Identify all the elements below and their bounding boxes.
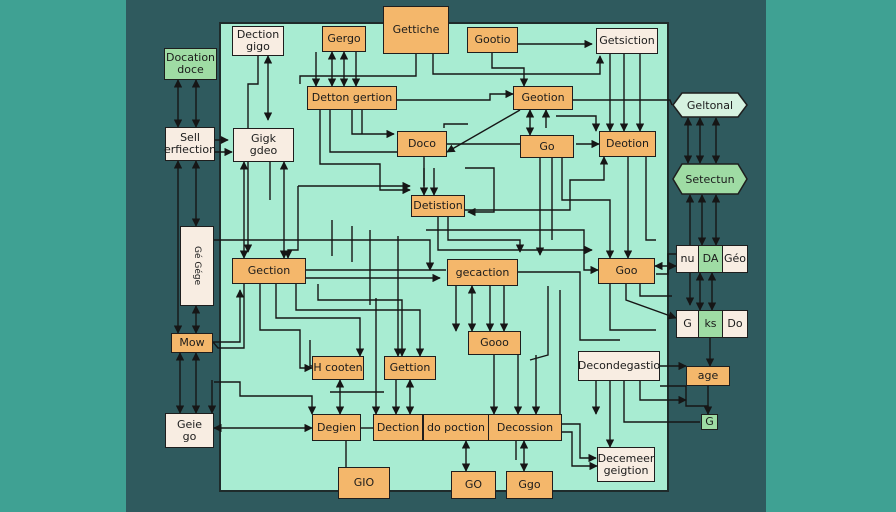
triple-a-seg-2: DA xyxy=(699,246,723,272)
triple-a-seg-1: nu xyxy=(677,246,699,272)
wire-23 xyxy=(556,115,601,132)
wire-51 xyxy=(259,284,313,373)
triple-b-seg-1: G xyxy=(677,311,699,337)
node-decemeer-geigtion: Decemeer geigtion xyxy=(597,447,655,482)
node-doco: Doco xyxy=(397,131,447,157)
node-decondegastio: Decondegastio xyxy=(578,351,660,381)
wire-15 xyxy=(351,110,395,139)
node-dettion-gertion: Detton gertion xyxy=(307,86,397,110)
node-triple-a: nu DA Géo xyxy=(676,245,748,273)
left-background xyxy=(0,0,126,512)
node-gigk-gdeo: Gigk gdeo xyxy=(233,128,294,162)
wire-7 xyxy=(432,54,605,75)
wire-10 xyxy=(397,89,514,101)
node-mow: Mow xyxy=(171,333,213,353)
wire-29 xyxy=(465,167,495,217)
wire-54 xyxy=(317,284,407,357)
node-triple-b: G ks Do xyxy=(676,310,748,338)
wire-77 xyxy=(213,289,245,343)
node-geie-go: Geie go xyxy=(165,413,214,448)
node-geotion: Geotion xyxy=(513,86,573,110)
node-dection-bottom: Dection xyxy=(373,414,423,441)
wire-78 xyxy=(562,423,597,463)
node-go-bottom: GO xyxy=(451,471,496,499)
wire-41 xyxy=(437,217,593,255)
wire-63 xyxy=(625,284,677,320)
node-decossion: Decossion xyxy=(488,414,562,441)
node-gio: GIO xyxy=(338,467,390,499)
wire-18 xyxy=(319,110,411,195)
node-degien: Degien xyxy=(312,414,361,441)
wire-20 xyxy=(446,109,521,153)
node-geltional: Geltonal xyxy=(672,92,748,118)
node-sell-erfiection: Sell erfiection xyxy=(164,127,216,161)
node-gettion: Gettion xyxy=(384,356,436,380)
triple-a-seg-3: Géo xyxy=(723,246,747,272)
wire-11 xyxy=(573,99,673,106)
wire-32 xyxy=(283,186,299,259)
node-age: age xyxy=(686,366,730,386)
wire-86 xyxy=(623,381,700,423)
node-goo-right: Goo xyxy=(598,258,655,284)
wire-76 xyxy=(214,381,317,415)
triple-b-seg-3: Do xyxy=(723,311,747,337)
node-do-pection: do poction xyxy=(423,414,489,441)
wire-64 xyxy=(639,284,672,297)
node-gooo: Gooo xyxy=(468,331,521,355)
node-deotion-right: Deotion xyxy=(599,131,656,157)
wire-36 xyxy=(561,158,615,259)
node-setectun: Setectun xyxy=(672,163,748,195)
wire-62 xyxy=(609,284,656,331)
wire-40 xyxy=(645,157,656,241)
node-go-top: Go xyxy=(520,135,574,158)
wire-87 xyxy=(639,381,687,405)
node-geltional-label: Geltonal xyxy=(686,98,734,112)
node-go-ge-vertical: Gé Gége xyxy=(180,226,214,306)
wire-79 xyxy=(562,431,598,471)
node-setectun-label: Setectun xyxy=(685,172,735,186)
node-h-cooten: H cooten xyxy=(312,356,364,380)
node-gecaction: gecaction xyxy=(447,259,518,286)
node-detisiton: Detistion xyxy=(411,195,465,217)
wire-65 xyxy=(529,286,549,361)
node-getsiction: Getsiction xyxy=(596,28,658,54)
node-ggo-bottom: Ggo xyxy=(506,471,553,499)
node-docation-doce: Docation doce xyxy=(164,48,217,80)
wire-42 xyxy=(447,217,525,253)
node-gergo: Gergo xyxy=(322,26,366,52)
wire-38 xyxy=(465,156,609,211)
wire-43 xyxy=(210,239,435,271)
wire-8 xyxy=(491,53,529,87)
wire-109 xyxy=(443,123,468,128)
node-gettiche: Gettiche xyxy=(383,6,449,54)
wire-52 xyxy=(275,284,365,357)
node-gection-left: Gection xyxy=(232,258,306,284)
wire-110 xyxy=(426,229,599,275)
wire-6 xyxy=(299,54,417,84)
wire-50 xyxy=(212,284,245,349)
wire-60 xyxy=(518,271,620,341)
wire-53 xyxy=(295,284,425,357)
triple-b-seg-2: ks xyxy=(699,311,723,337)
node-gootio: Gootio xyxy=(467,27,518,53)
node-dection-gigo: Dection gigo xyxy=(232,26,284,56)
right-background xyxy=(766,0,896,512)
node-g-small: G xyxy=(701,414,718,430)
